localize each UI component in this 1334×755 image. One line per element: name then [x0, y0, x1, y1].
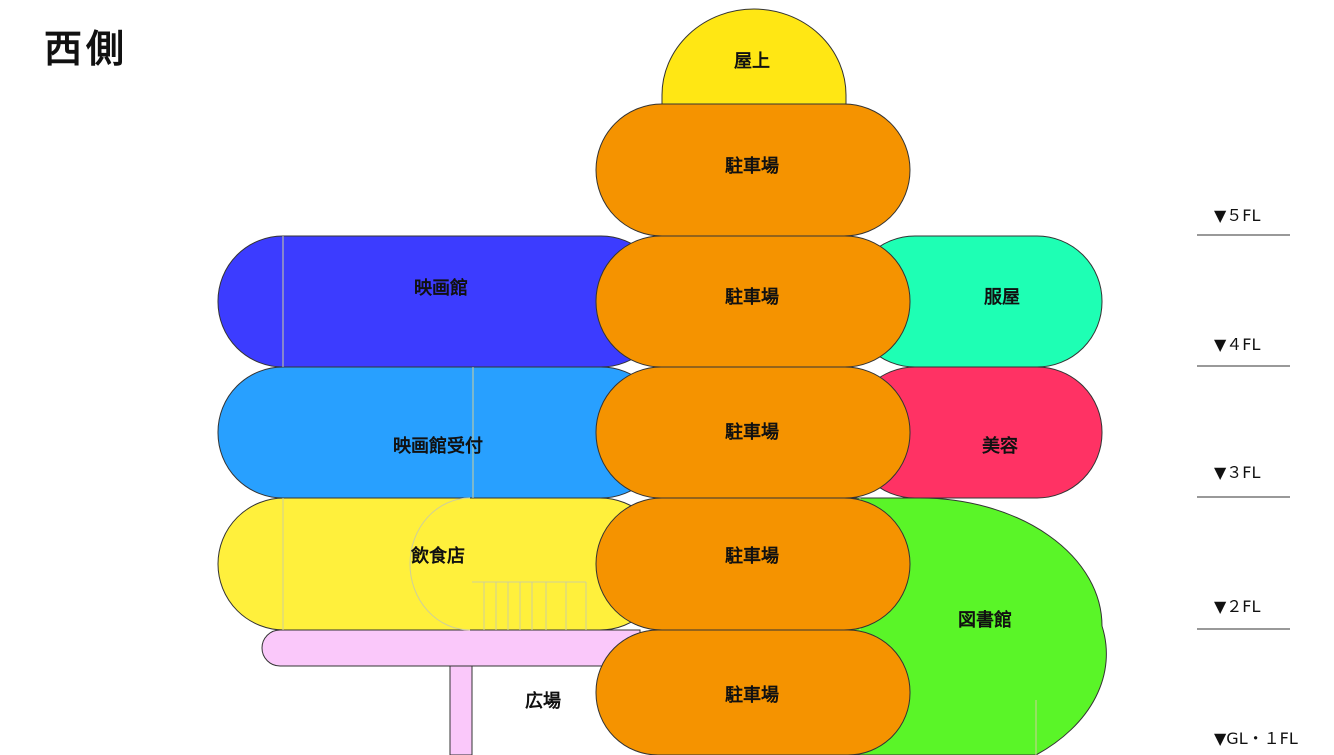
- label-restaurant: 飲食店: [410, 545, 465, 567]
- zone-parking-1[interactable]: [595, 629, 911, 755]
- page-title: 西側: [44, 27, 129, 71]
- zone-library[interactable]: [849, 497, 1107, 755]
- plaza-walkway: [261, 629, 641, 667]
- label-parking-3: 駐車場: [725, 421, 779, 443]
- floor-4-label: ▼４FL: [1214, 335, 1261, 354]
- label-library: 図書館: [958, 609, 1012, 631]
- label-clothing: 服屋: [984, 287, 1020, 308]
- plaza-area[interactable]: [261, 629, 641, 755]
- floor-3-label: ▼３FL: [1214, 463, 1261, 482]
- label-parking-2: 駐車場: [725, 545, 779, 567]
- label-roof: 屋上: [734, 51, 770, 72]
- zone-roof[interactable]: [661, 8, 847, 105]
- label-cinema: 映画館: [414, 277, 468, 299]
- label-parking-4: 駐車場: [725, 286, 779, 308]
- floor-markers: ▼５FL ▼４FL ▼３FL ▼２FL ▼GL・１FL: [1197, 206, 1298, 748]
- floor-2-label: ▼２FL: [1214, 597, 1261, 616]
- label-beauty: 美容: [982, 435, 1018, 457]
- interior-lines: [282, 236, 1037, 755]
- floor-5-label: ▼５FL: [1214, 206, 1261, 225]
- plaza-post: [449, 665, 473, 755]
- label-plaza: 広場: [525, 690, 561, 712]
- label-parking-1: 駐車場: [725, 684, 779, 706]
- label-cinema-reception: 映画館受付: [393, 435, 483, 457]
- floor-1-label: ▼GL・１FL: [1214, 729, 1298, 748]
- label-parking-5: 駐車場: [725, 155, 779, 177]
